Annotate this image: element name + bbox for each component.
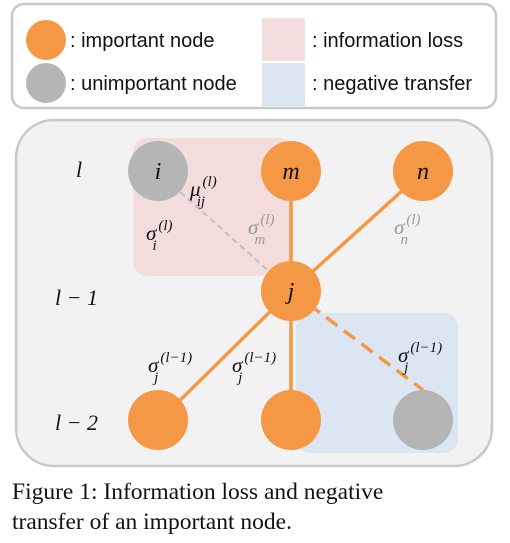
- legend-unimportant-label: : unimportant node: [70, 73, 237, 95]
- label-sigma-j-mid: σ(l−1)j: [232, 350, 276, 386]
- node-m-label: m: [282, 159, 299, 185]
- node-i-label: i: [155, 159, 162, 185]
- legend-box: [10, 2, 498, 110]
- legend-important-swatch: [26, 20, 66, 60]
- layer-label-l-minus-1: l − 1: [55, 285, 98, 310]
- legend-negative-transfer-swatch: [262, 63, 305, 106]
- node-j-label: j: [285, 279, 295, 305]
- node-j: [261, 261, 321, 321]
- figure-caption: Figure 1: Information loss and negative …: [12, 477, 502, 537]
- label-sigma-j-left: σ(l−1)j: [148, 350, 192, 386]
- label-sigma-j-right: σ(l−1)j: [398, 340, 442, 376]
- label-sigma-n: σ(l)n: [394, 212, 421, 248]
- node-child-mid: [261, 390, 321, 450]
- caption-line-1: Figure 1: Information loss and negative: [12, 479, 384, 505]
- legend-information-loss-label: : information loss: [312, 30, 463, 52]
- layer-label-l-minus-2: l − 2: [55, 410, 98, 435]
- legend-unimportant-swatch: [26, 63, 66, 103]
- legend-information-loss-swatch: [262, 18, 305, 61]
- node-m: [261, 141, 321, 201]
- node-i: [128, 141, 188, 201]
- node-n: [393, 141, 453, 201]
- label-sigma-m: σ(l)m: [248, 212, 275, 248]
- layer-label-l: l: [76, 157, 82, 182]
- node-child-right: [393, 390, 453, 450]
- label-sigma-i: σ(l)i: [146, 218, 173, 254]
- legend-important-label: : important node: [70, 30, 215, 52]
- label-mu-ij: μ(l)ij: [189, 174, 217, 210]
- figure-canvas: : important node : unimportant node : in…: [10, 2, 498, 468]
- node-child-left: [128, 390, 188, 450]
- caption-line-2: transfer of an important node.: [12, 509, 292, 535]
- legend-negative-transfer-label: : negative transfer: [312, 73, 472, 95]
- node-n-label: n: [417, 159, 429, 185]
